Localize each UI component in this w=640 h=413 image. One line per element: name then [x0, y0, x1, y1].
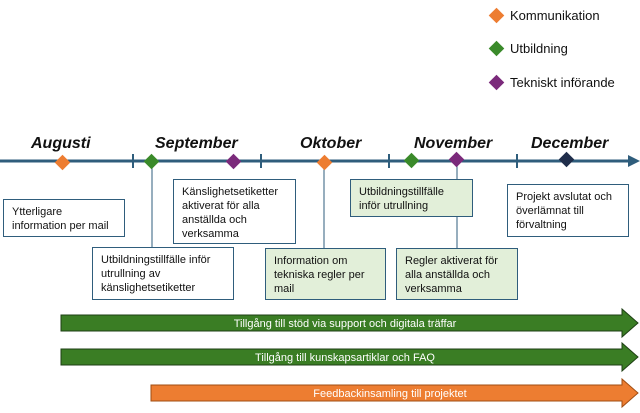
milestone-box-information-tekniska-regler: Information om tekniska regler per mail	[265, 248, 386, 300]
milestone-box-regler-aktiverat: Regler aktiverat för alla anställda och …	[396, 248, 518, 300]
bar-label-kunskapsartiklar: Tillgång till kunskapsartiklar och FAQ	[255, 352, 435, 364]
milestone-box-utbildning-utrullning: Utbildningstillfälle inför utrullning	[350, 179, 473, 217]
bar-feedback: Feedbackinsamling till projektet	[150, 377, 639, 409]
milestone-box-utbildning-kanslighetsetiketter: Utbildningstillfälle inför utrullning av…	[92, 247, 234, 300]
milestone-marker-utbildning	[403, 152, 420, 169]
legend-label-kommunikation: Kommunikation	[510, 8, 600, 23]
month-label-november: November	[414, 135, 493, 152]
legend-marker-kommunikation	[488, 7, 505, 24]
month-label-oktober: Oktober	[300, 135, 362, 152]
milestone-marker-tekniskt	[448, 151, 465, 168]
bar-label-feedback: Feedbackinsamling till projektet	[313, 388, 466, 400]
month-label-augusti: Augusti	[30, 135, 91, 152]
bar-label-support: Tillgång till stöd via support och digit…	[234, 318, 457, 330]
timeline-arrowhead	[628, 155, 640, 167]
milestone-marker-kommunikation	[316, 154, 333, 171]
milestone-box-kanslighetsetiketter-aktiverat: Känslighetsetiketter aktiverat för alla …	[173, 179, 296, 244]
milestone-marker-tekniskt	[225, 153, 242, 170]
milestone-marker-utbildning	[143, 153, 160, 170]
bar-support: Tillgång till stöd via support och digit…	[60, 307, 639, 339]
legend-label-tekniskt: Tekniskt införande	[510, 75, 615, 90]
month-label-december: December	[531, 135, 609, 152]
milestone-box-projekt-avslutat: Projekt avslutat och överlämnat till för…	[507, 184, 629, 237]
milestone-box-ytterligare-information: Ytterligare information per mail	[3, 199, 125, 237]
bar-kunskapsartiklar: Tillgång till kunskapsartiklar och FAQ	[60, 341, 639, 373]
month-label-september: September	[155, 135, 238, 152]
legend-label-utbildning: Utbildning	[510, 41, 568, 56]
milestone-marker-kommunikation	[54, 154, 71, 171]
legend: Kommunikation Utbildning Tekniskt införa…	[488, 7, 615, 91]
legend-marker-utbildning	[488, 40, 505, 57]
milestone-marker-avslut	[558, 151, 575, 168]
legend-marker-tekniskt	[488, 74, 505, 91]
